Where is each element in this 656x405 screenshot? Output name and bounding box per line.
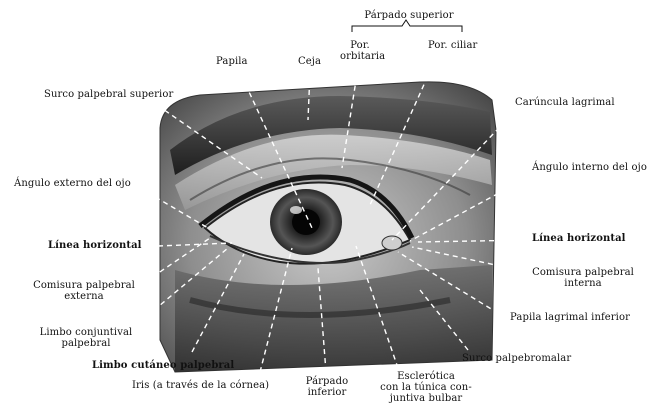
label-esclerotica-line2: con la túnica con-	[372, 382, 480, 393]
label-parpado-inferior-line1: Párpado	[302, 376, 352, 387]
label-limbo-conjuntival-line1: Limbo conjuntival	[34, 327, 138, 338]
label-linea-horizontal-izq: Línea horizontal	[48, 240, 142, 251]
label-iris: Iris (a través de la córnea)	[132, 380, 269, 391]
label-limbo-conjuntival-line2: palpebral	[34, 338, 138, 349]
label-limbo-conjuntival: Limbo conjuntival palpebral	[34, 327, 138, 349]
label-ceja: Ceja	[298, 56, 321, 67]
label-esclerotica: Esclerótica con la túnica con- juntiva b…	[372, 371, 480, 404]
label-comisura-interna-line1: Comisura palpebral	[530, 267, 636, 278]
label-linea-horizontal-der: Línea horizontal	[532, 233, 626, 244]
label-por-ciliar: Por. ciliar	[428, 40, 477, 51]
label-angulo-externo: Ángulo externo del ojo	[14, 178, 131, 189]
label-comisura-interna: Comisura palpebral interna	[530, 267, 636, 289]
label-parpado-superior: Párpado superior	[356, 10, 462, 21]
label-parpado-inferior: Párpado inferior	[302, 376, 352, 398]
label-comisura-externa: Comisura palpebral externa	[26, 280, 142, 302]
label-esclerotica-line1: Esclerótica	[372, 371, 480, 382]
label-esclerotica-line3: juntiva bulbar	[372, 393, 480, 404]
label-surco-palpebromalar: Surco palpebromalar	[462, 353, 571, 364]
label-comisura-interna-line2: interna	[530, 278, 636, 289]
label-por-orbitaria-line2: orbitaria	[340, 51, 380, 62]
label-caruncula-lagrimal: Carúncula lagrimal	[515, 97, 615, 108]
label-papila: Papila	[216, 56, 248, 67]
label-por-orbitaria-line1: Por.	[340, 40, 380, 51]
eye-photo-block	[160, 82, 496, 372]
label-comisura-externa-line1: Comisura palpebral	[26, 280, 142, 291]
label-angulo-interno: Ángulo interno del ojo	[532, 162, 647, 173]
label-comisura-externa-line2: externa	[26, 291, 142, 302]
label-por-orbitaria: Por. orbitaria	[340, 40, 380, 62]
parpado-superior-bracket	[352, 20, 462, 32]
label-limbo-cutaneo: Limbo cutáneo palpebral	[92, 360, 234, 371]
label-surco-palpebral-superior: Surco palpebral superior	[44, 89, 173, 100]
label-parpado-inferior-line2: inferior	[302, 387, 352, 398]
label-papila-lagrimal-inferior: Papila lagrimal inferior	[510, 312, 630, 323]
